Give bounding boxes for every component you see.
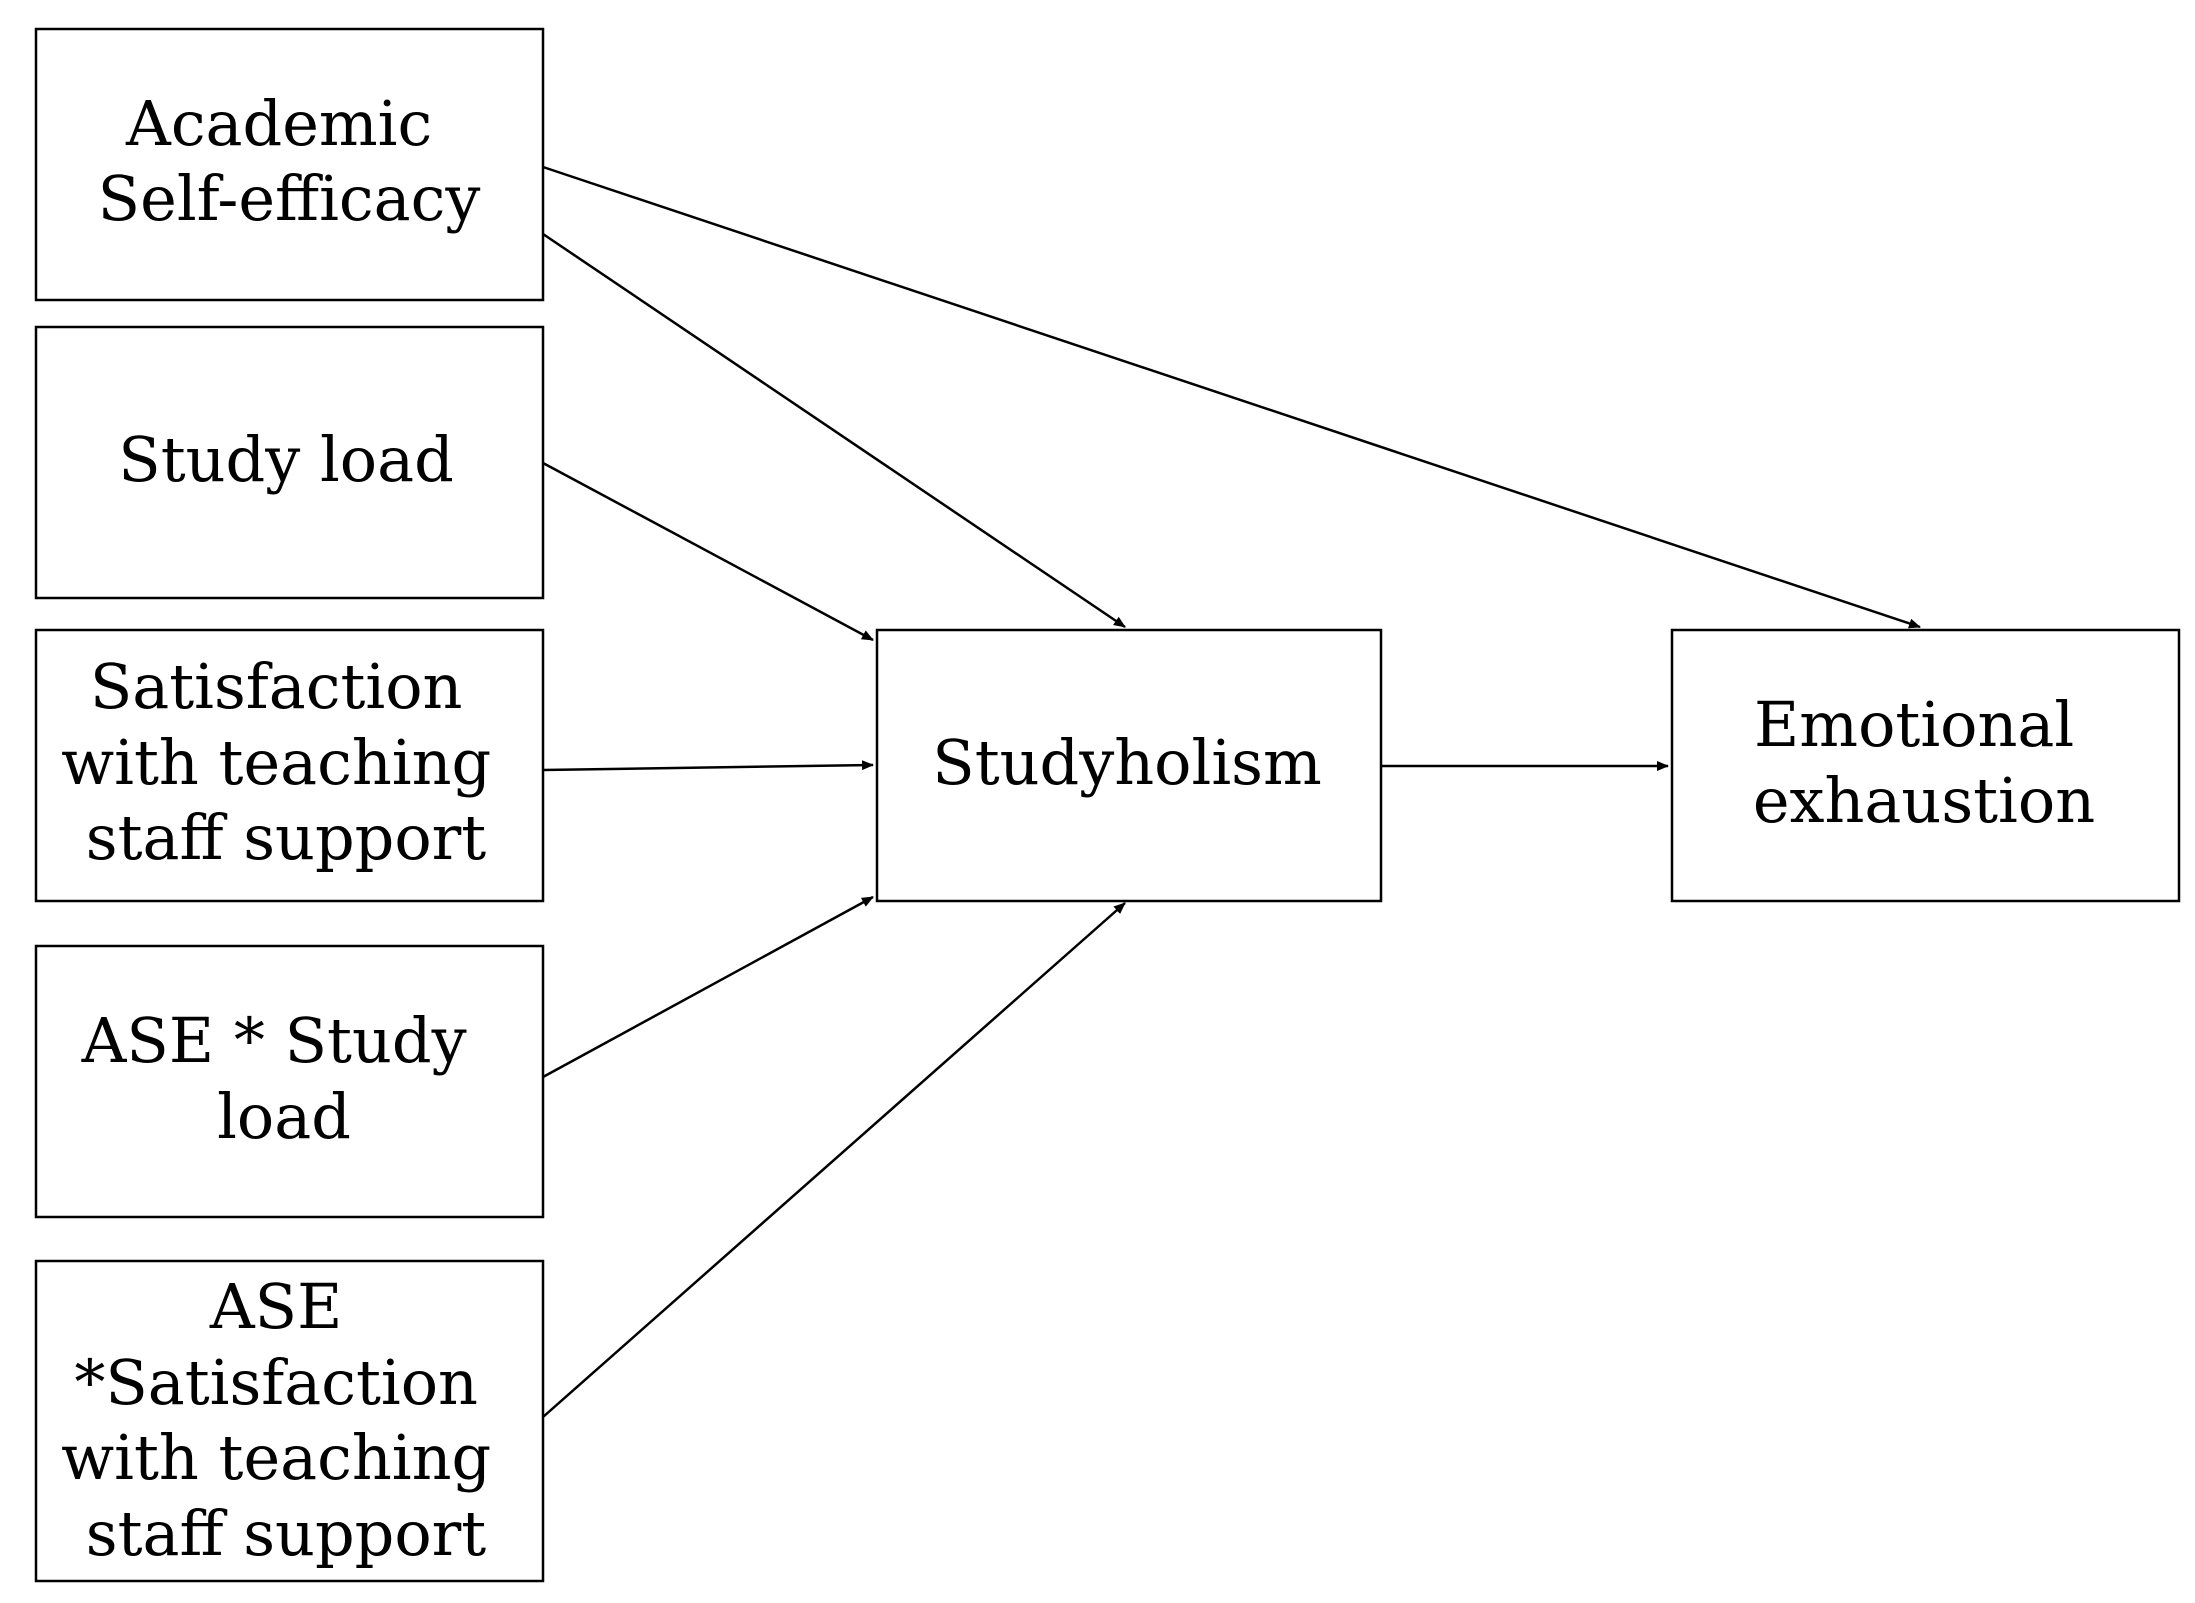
node-ase-study-load: ASE * Study load [34,944,545,1219]
node-label-line: Self-efficacy [98,162,481,235]
node-ase-study-load-label: ASE * Study load [81,1004,487,1153]
edge-study-load-to-studyholism [542,461,874,642]
node-ase-satisfaction-label: ASE *Satisfaction with teaching staff su… [61,1270,511,1570]
node-label-line: staff support [86,801,487,874]
node-label-line: exhaustion [1753,764,2095,837]
node-label-line: load [217,1080,351,1153]
node-label-line: *Satisfaction [74,1346,478,1419]
edge-ase-to-studyholism [542,232,1126,629]
node-studyholism-label: Studyholism [932,726,1322,799]
node-academic-self-efficacy: Academic Self-efficacy [34,27,545,302]
edge-ase-satisfaction-to-studyholism [542,902,1126,1418]
node-label-line: with teaching [61,1421,491,1494]
node-label-line: ASE [209,1270,343,1343]
node-satisfaction-support: Satisfaction with teaching staff support [34,628,545,903]
node-study-load: Study load [34,325,545,600]
node-satisfaction-support-label: Satisfaction with teaching staff support [61,650,511,874]
node-studyholism: Studyholism [875,628,1383,903]
edge-ase-study-load-to-studyholism [542,895,874,1079]
node-label-line: Satisfaction [90,650,463,723]
edge-satisfaction-to-studyholism [542,760,874,772]
node-label-line: Academic [125,87,432,160]
node-ase-satisfaction: ASE *Satisfaction with teaching staff su… [34,1259,545,1583]
node-label-line: staff support [86,1497,487,1570]
node-emotional-exhaustion-label: Emotional exhaustion [1753,688,2095,837]
node-label-line: Study load [118,423,454,496]
edges-group [542,165,1921,1418]
node-label-line: Studyholism [932,726,1322,799]
node-label-line: with teaching [61,726,491,799]
node-academic-self-efficacy-label: Academic Self-efficacy [98,87,481,235]
node-study-load-label: Study load [118,423,454,496]
edge-ase-to-emotional-exhaustion [542,165,1921,629]
node-label-line: ASE * Study [81,1004,467,1077]
node-emotional-exhaustion: Emotional exhaustion [1670,628,2181,903]
node-label-line: Emotional [1754,688,2074,761]
